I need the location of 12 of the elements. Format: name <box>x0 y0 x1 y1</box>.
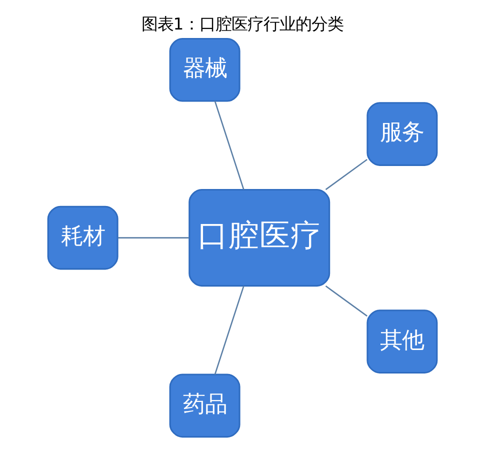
connector <box>324 158 367 190</box>
connector <box>117 237 189 238</box>
connector <box>214 100 244 190</box>
diagram-title: 图表1：口腔医疗行业的分类 <box>140 14 344 34</box>
node-box: 服务 <box>366 102 438 166</box>
node-box: 药品 <box>168 374 240 438</box>
connector <box>324 285 367 317</box>
connector <box>214 286 244 375</box>
node-box: 其他 <box>366 310 438 374</box>
node-box: 耗材 <box>46 206 118 270</box>
node-box: 口腔医疗 <box>188 189 330 287</box>
node-box: 器械 <box>168 38 240 102</box>
